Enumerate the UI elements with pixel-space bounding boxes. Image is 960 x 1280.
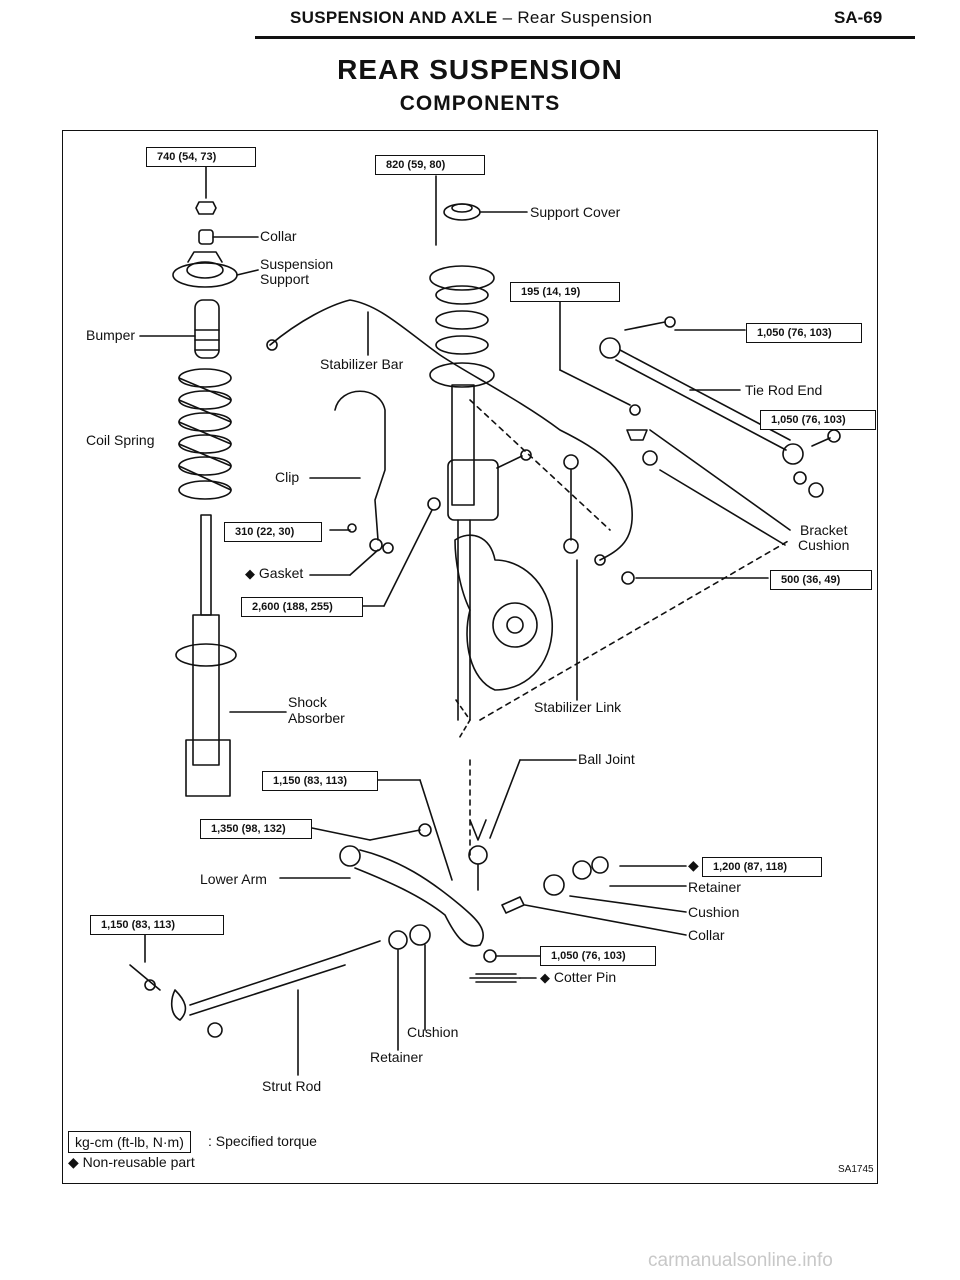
torque-box: 1,050 (76, 103) bbox=[760, 410, 876, 430]
label-cushion-right: Cushion bbox=[798, 537, 850, 553]
torque-box: 2,600 (188, 255) bbox=[241, 597, 363, 617]
torque-box: 1,150 (83, 113) bbox=[90, 915, 224, 935]
label-shock: Shock bbox=[288, 694, 327, 710]
label-ball-joint: Ball Joint bbox=[578, 751, 635, 767]
label-retainer-bottom: Retainer bbox=[370, 1049, 423, 1065]
shock-absorber-icon bbox=[175, 514, 287, 797]
label-stabilizer-link: Stabilizer Link bbox=[534, 699, 622, 715]
label-gasket: ◆ Gasket bbox=[245, 565, 304, 582]
strut-rod-icon bbox=[129, 933, 381, 1076]
collar-icon bbox=[198, 229, 259, 245]
label-retainer-right: Retainer bbox=[688, 879, 741, 895]
brake-hose-icon bbox=[309, 390, 394, 554]
torque-box: 195 (14, 19) bbox=[510, 282, 620, 302]
gasket-leader bbox=[309, 523, 379, 576]
label-support-cover: Support Cover bbox=[530, 204, 621, 220]
label-cotter-pin: ◆ Cotter Pin bbox=[540, 969, 617, 986]
torque-box: 1,150 (83, 113) bbox=[262, 771, 378, 791]
label-lower-arm: Lower Arm bbox=[200, 871, 267, 887]
section-name: SUSPENSION AND AXLE bbox=[290, 8, 498, 27]
label-absorber: Absorber bbox=[288, 710, 345, 726]
bumper-icon bbox=[139, 299, 220, 359]
torque-box: 310 (22, 30) bbox=[224, 522, 322, 542]
label-collar-lower: Collar bbox=[688, 927, 725, 943]
legend-nonreusable: ◆ Non-reusable part bbox=[68, 1154, 195, 1170]
nonreusable-mark-1200: ◆ bbox=[688, 857, 699, 873]
torque-box: 820 (59, 80) bbox=[375, 155, 485, 175]
label-suspension: Suspension bbox=[260, 256, 334, 272]
label-cushion-bottom: Cushion bbox=[407, 1024, 459, 1040]
suspension-support-icon bbox=[172, 251, 259, 288]
torque-box: 500 (36, 49) bbox=[770, 570, 872, 590]
ball-joint-icon bbox=[468, 759, 577, 891]
figure-code: SA1745 bbox=[838, 1164, 874, 1175]
stabilizer-link-icon bbox=[563, 454, 579, 701]
page-subtitle: COMPONENTS bbox=[399, 92, 561, 115]
lower-arm-leader-1150 bbox=[375, 779, 453, 881]
page-title: REAR SUSPENSION bbox=[337, 54, 623, 85]
torque-box: 1,200 (87, 118) bbox=[702, 857, 822, 877]
strut-leader-2600 bbox=[351, 497, 441, 607]
center-strut-icon bbox=[429, 175, 499, 521]
section-title: SUSPENSION AND AXLE – Rear Suspension bbox=[290, 8, 652, 28]
label-collar: Collar bbox=[260, 228, 297, 244]
page-header: SUSPENSION AND AXLE – Rear Suspension SA… bbox=[0, 6, 960, 39]
bolt-icon bbox=[496, 449, 532, 469]
knuckle-hub-icon bbox=[454, 519, 553, 741]
diagram-frame bbox=[62, 130, 878, 1184]
separator: – bbox=[502, 8, 513, 27]
gasket-text: Gasket bbox=[258, 565, 304, 581]
label-bracket: Bracket bbox=[800, 522, 848, 538]
label-tie-rod-end: Tie Rod End bbox=[745, 382, 823, 398]
page-number: SA-69 bbox=[834, 8, 883, 27]
support-cover-icon bbox=[443, 203, 528, 221]
lower-arm-icon bbox=[279, 823, 484, 947]
coil-spring-icon bbox=[178, 368, 232, 500]
cotter-pin-text: Cotter Pin bbox=[553, 969, 617, 985]
bracket-cushion-icon bbox=[626, 404, 824, 546]
label-stabilizer-bar: Stabilizer Bar bbox=[320, 356, 404, 372]
torque-box: 1,050 (76, 103) bbox=[540, 946, 656, 966]
legend-specified-torque: : Specified torque bbox=[208, 1133, 317, 1149]
torque-box: 1,050 (76, 103) bbox=[746, 323, 862, 343]
stabilizer-bar-icon bbox=[266, 299, 633, 566]
header-rule bbox=[255, 36, 915, 39]
strut-nut-icon bbox=[195, 159, 217, 215]
tie-rod-leader-195 bbox=[559, 297, 631, 406]
bushing-stack-icon bbox=[501, 856, 687, 936]
label-support: Support bbox=[260, 271, 310, 287]
label-cushion-lower: Cushion bbox=[688, 904, 740, 920]
bolt-500-icon bbox=[621, 571, 769, 585]
strut-rod-bushings-icon bbox=[388, 924, 431, 1051]
torque-box: 740 (54, 73) bbox=[146, 147, 256, 167]
label-coil-spring: Coil Spring bbox=[86, 432, 155, 448]
label-bumper: Bumper bbox=[86, 327, 136, 343]
label-clip: Clip bbox=[275, 469, 300, 485]
torque-box: 1,350 (98, 132) bbox=[200, 819, 312, 839]
watermark: carmanualsonline.info bbox=[648, 1250, 833, 1271]
label-strut-rod: Strut Rod bbox=[262, 1078, 322, 1094]
nonreusable-mark: ◆ bbox=[245, 566, 255, 581]
legend-unit-box: kg-cm (ft-lb, N·m) bbox=[68, 1131, 191, 1153]
assembly-dashed-lines bbox=[469, 399, 791, 861]
cotter-pin-icon bbox=[469, 949, 541, 983]
subsection-name: Rear Suspension bbox=[517, 8, 653, 27]
nonreusable-mark: ◆ bbox=[540, 970, 550, 985]
